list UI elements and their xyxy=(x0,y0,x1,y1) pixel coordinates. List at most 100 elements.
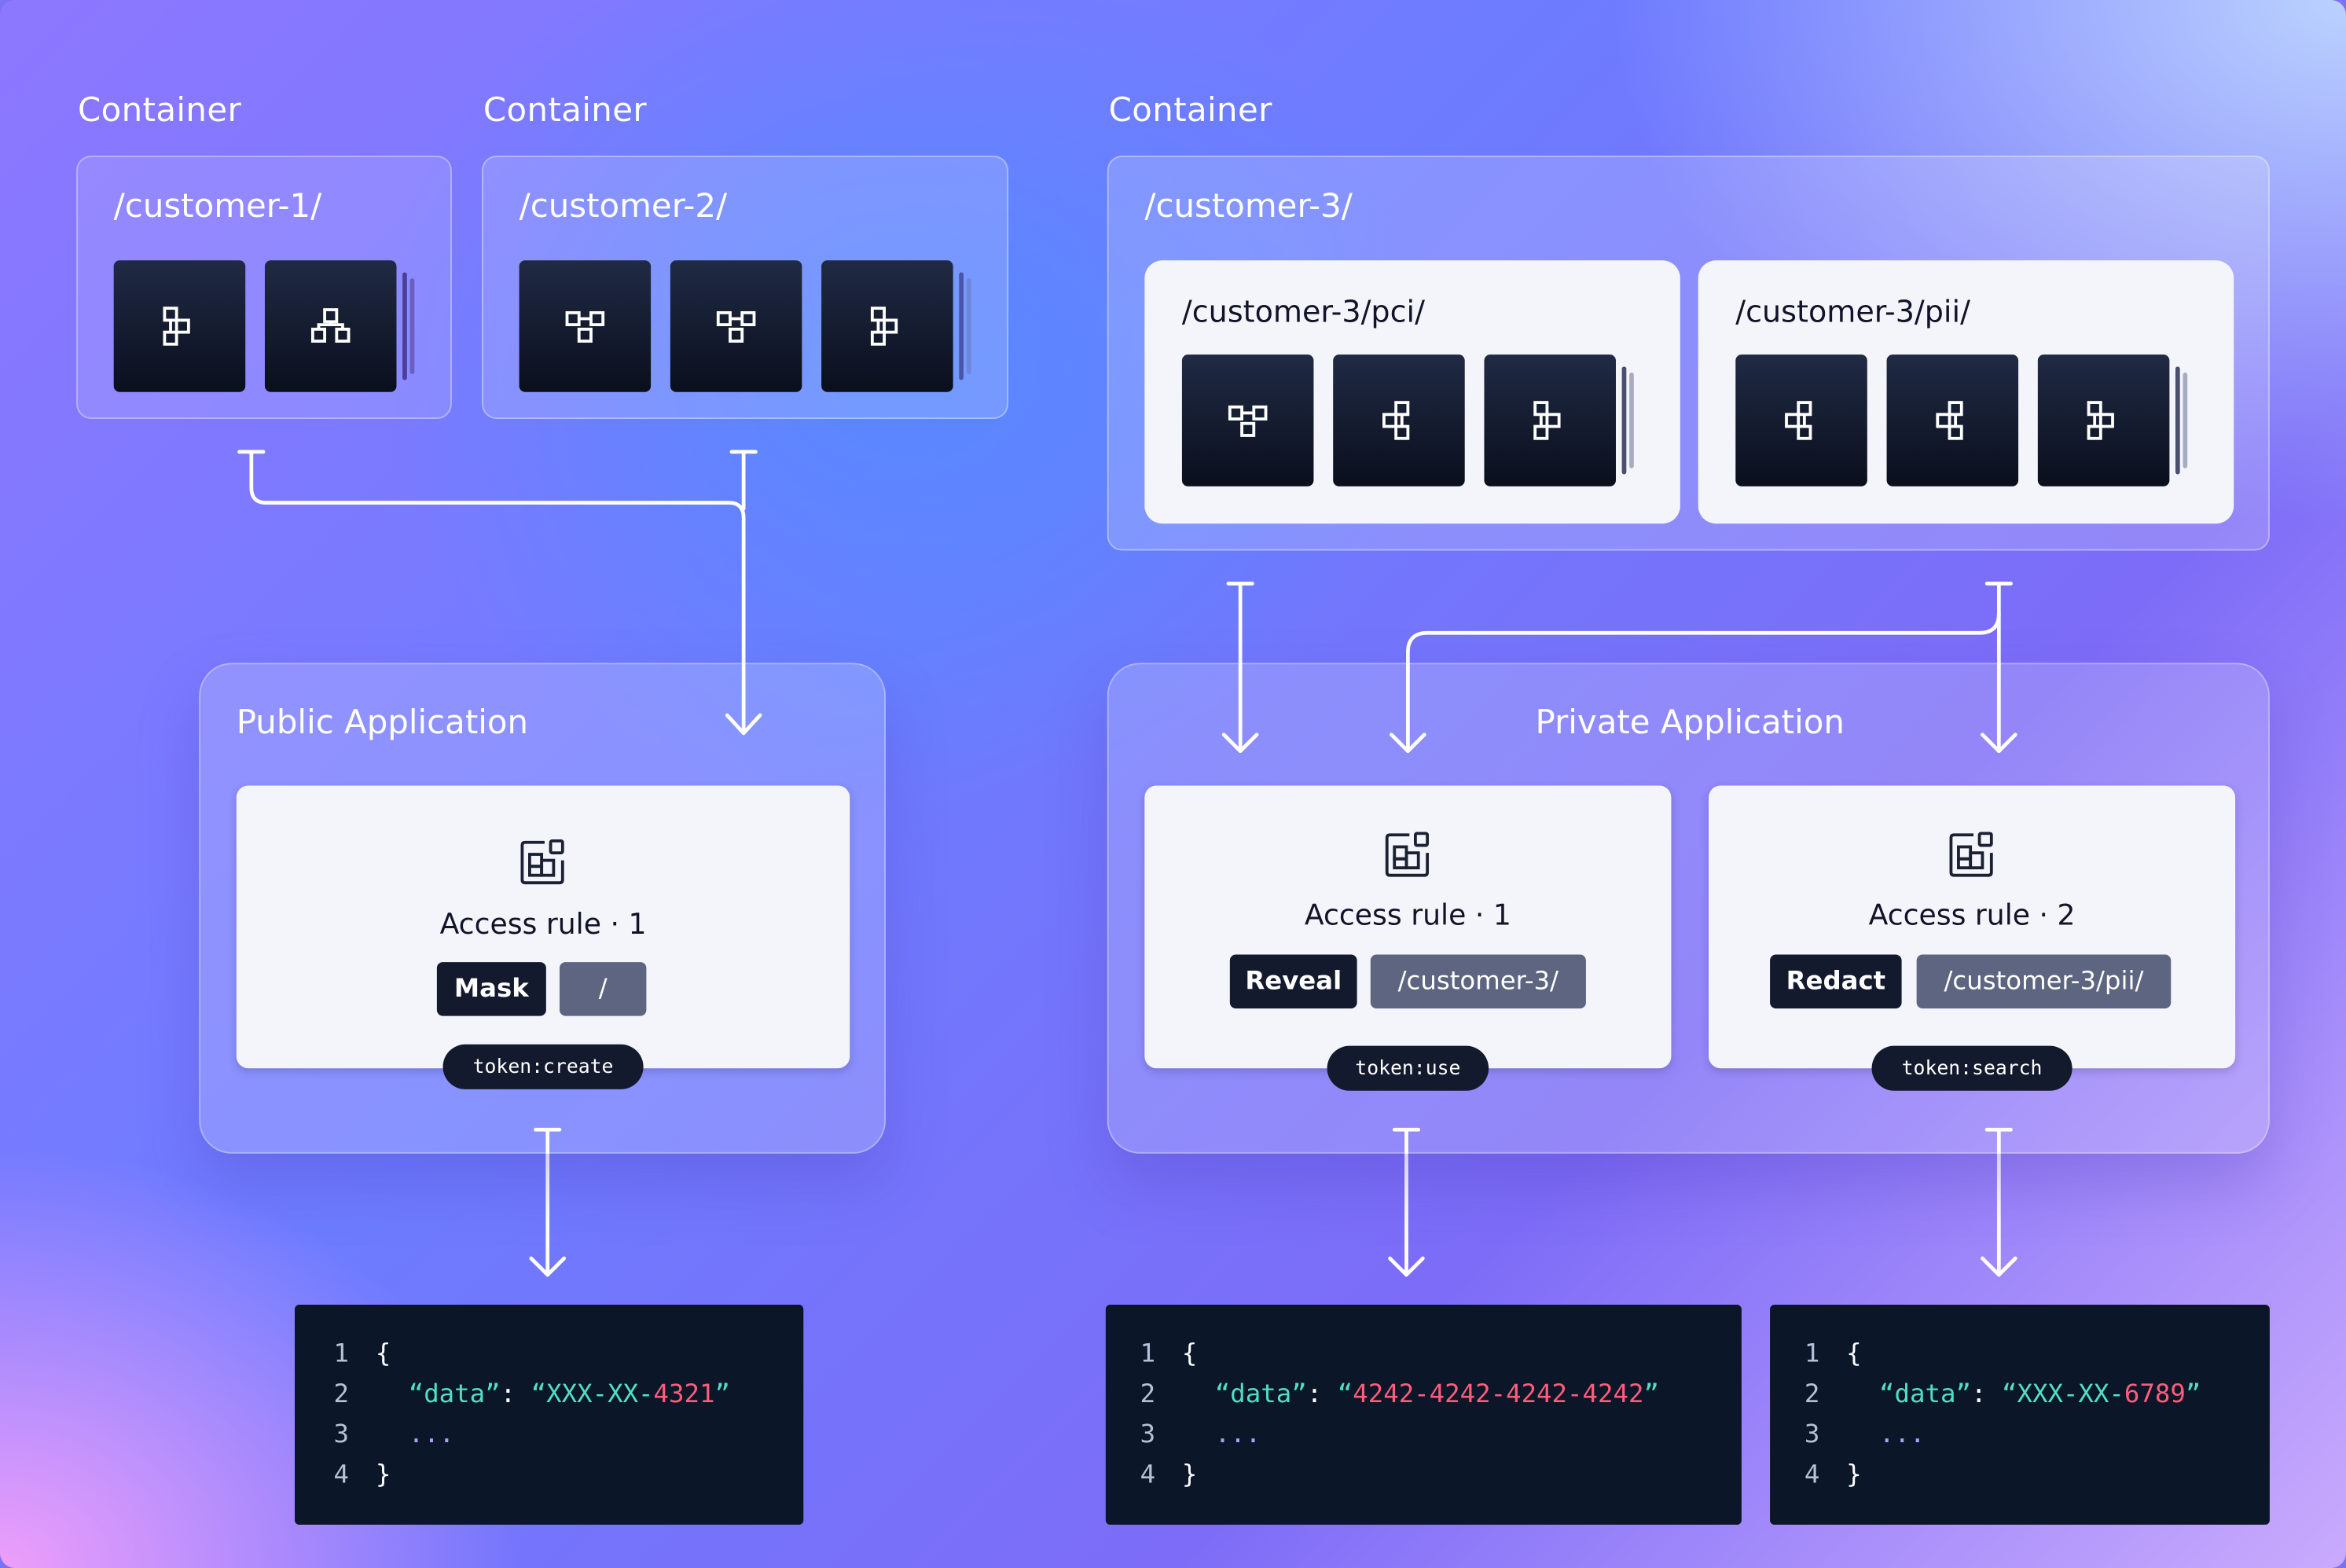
json-quote: ” xyxy=(1643,1379,1659,1410)
line-number: 2 xyxy=(1804,1379,1820,1410)
rule-scope-badge: / xyxy=(559,962,647,1016)
code-open-brace: { xyxy=(1181,1338,1198,1369)
access-rule-title: Access rule · 1 xyxy=(1304,899,1511,933)
json-quote: “ xyxy=(2001,1379,2017,1410)
line-number: 3 xyxy=(1804,1419,1820,1450)
node-tree-icon xyxy=(1382,401,1410,440)
access-rule-card[interactable]: Access rule · 1 Mask / xyxy=(236,785,850,1069)
line-number: 2 xyxy=(1140,1379,1156,1410)
code-data-line: “data”: “XXX-XX-4321” xyxy=(409,1379,730,1409)
vault-tile[interactable] xyxy=(670,260,802,392)
rule-scope-badge: /customer-3/ xyxy=(1370,954,1586,1009)
line-number: 3 xyxy=(333,1419,350,1450)
vault-tile[interactable] xyxy=(1333,354,1465,487)
rule-scope-badge: /customer-3/pii/ xyxy=(1916,954,2172,1009)
sub-container-path: /customer-3/pii/ xyxy=(1735,293,1970,329)
access-rule-card[interactable]: Access rule · 1 Reveal /customer-3/ xyxy=(1144,785,1672,1069)
code-ellipsis: ... xyxy=(1879,1419,1926,1450)
json-key: “data” xyxy=(408,1379,501,1410)
line-number: 1 xyxy=(1804,1338,1820,1369)
code-data-line: “data”: “4242-4242-4242-4242” xyxy=(1215,1379,1659,1409)
access-rule-title: Access rule · 2 xyxy=(1868,899,2076,933)
token-badge: token:create xyxy=(442,1044,644,1089)
json-value-digits: 6789 xyxy=(2124,1379,2186,1410)
code-open-brace: { xyxy=(1846,1338,1862,1369)
line-number: 4 xyxy=(1140,1460,1156,1491)
json-masked-prefix: XXX-XX- xyxy=(546,1379,654,1410)
vault-tile[interactable] xyxy=(2037,354,2170,487)
rule-action-badge: Redact xyxy=(1770,954,1902,1009)
code-ellipsis: ... xyxy=(1214,1419,1261,1450)
public-application: Public Application Access rule · 1 Mask … xyxy=(199,663,886,1154)
line-number: 1 xyxy=(1140,1338,1156,1369)
vault-tile[interactable] xyxy=(1735,354,1867,487)
line-number: 4 xyxy=(333,1460,350,1491)
node-tree-icon xyxy=(1228,405,1268,437)
code-close-brace: } xyxy=(375,1460,391,1491)
vault-tile[interactable] xyxy=(264,260,397,392)
node-tree-icon xyxy=(870,307,898,346)
container-3-label: Container xyxy=(1108,93,1272,130)
json-masked-prefix: XXX-XX- xyxy=(2017,1379,2124,1410)
json-quote: ” xyxy=(2185,1379,2201,1410)
access-rule-icon xyxy=(520,839,564,885)
code-data-line: “data”: “XXX-XX-6789” xyxy=(1879,1379,2201,1409)
stack-indicator xyxy=(959,272,964,380)
access-rule-card[interactable]: Access rule · 2 Redact /customer-3/pii/ xyxy=(1709,785,2236,1069)
vault-tile[interactable] xyxy=(113,260,246,392)
access-rule-title: Access rule · 1 xyxy=(439,908,647,942)
access-rule-icon xyxy=(1385,832,1430,877)
json-key: “data” xyxy=(1879,1379,1971,1410)
stack-indicator xyxy=(966,278,971,374)
sub-container-pii: /customer-3/pii/ xyxy=(1698,260,2234,524)
vault-tile[interactable] xyxy=(1181,354,1314,487)
node-tree-icon xyxy=(716,310,756,343)
container-path: /customer-1/ xyxy=(113,188,322,226)
vault-tile[interactable] xyxy=(1886,354,2019,487)
rule-action-badge: Mask xyxy=(436,962,546,1016)
node-tree-icon xyxy=(310,308,351,343)
vault-tile[interactable] xyxy=(821,260,953,392)
code-ellipsis: ... xyxy=(408,1419,455,1450)
json-value-digits: 4321 xyxy=(653,1379,715,1410)
line-number: 3 xyxy=(1140,1419,1156,1450)
json-quote: “ xyxy=(531,1379,547,1410)
json-colon: : xyxy=(500,1379,531,1410)
vault-tile[interactable] xyxy=(519,260,652,392)
code-close-brace: } xyxy=(1181,1460,1198,1491)
code-open-brace: { xyxy=(375,1338,391,1369)
container-customer-2: /customer-2/ xyxy=(481,155,1009,420)
node-tree-icon xyxy=(1533,401,1561,440)
container-customer-1: /customer-1/ xyxy=(76,155,452,420)
container-2-label: Container xyxy=(483,93,647,130)
rule-action-badge: Reveal xyxy=(1229,954,1357,1009)
node-tree-icon xyxy=(565,310,605,343)
json-colon: : xyxy=(1970,1379,2002,1410)
sub-container-path: /customer-3/pci/ xyxy=(1181,293,1425,329)
json-quote: “ xyxy=(1337,1379,1353,1410)
node-tree-icon xyxy=(2087,401,2114,440)
container-path: /customer-2/ xyxy=(519,188,728,226)
line-number: 1 xyxy=(333,1338,350,1369)
line-number: 2 xyxy=(333,1379,350,1410)
container-customer-3: /customer-3/ /customer-3/pci/ /customer-… xyxy=(1107,155,2270,551)
node-tree-icon xyxy=(163,307,190,346)
stack-indicator xyxy=(2183,373,2188,468)
vault-tile[interactable] xyxy=(1484,354,1616,487)
code-close-brace: } xyxy=(1846,1460,1862,1491)
stack-indicator xyxy=(2175,366,2180,475)
stack-indicator xyxy=(1621,366,1627,475)
json-output-reveal: 1 2 3 4 { “data”: “4242-4242-4242-4242” … xyxy=(1105,1305,1742,1525)
app-title: Private Application xyxy=(1535,704,1845,743)
token-badge: token:search xyxy=(1871,1045,2072,1091)
token-badge: token:use xyxy=(1327,1045,1489,1091)
app-title: Public Application xyxy=(236,704,529,743)
json-key: “data” xyxy=(1214,1379,1307,1410)
json-output-redact: 1 2 3 4 { “data”: “XXX-XX-6789” ... } xyxy=(1770,1305,2270,1525)
stack-indicator xyxy=(1629,373,1634,468)
node-tree-icon xyxy=(1785,401,1812,440)
json-value-digits: 4242-4242-4242-4242 xyxy=(1353,1379,1644,1410)
stack-indicator xyxy=(409,278,415,374)
json-quote: ” xyxy=(714,1379,731,1410)
